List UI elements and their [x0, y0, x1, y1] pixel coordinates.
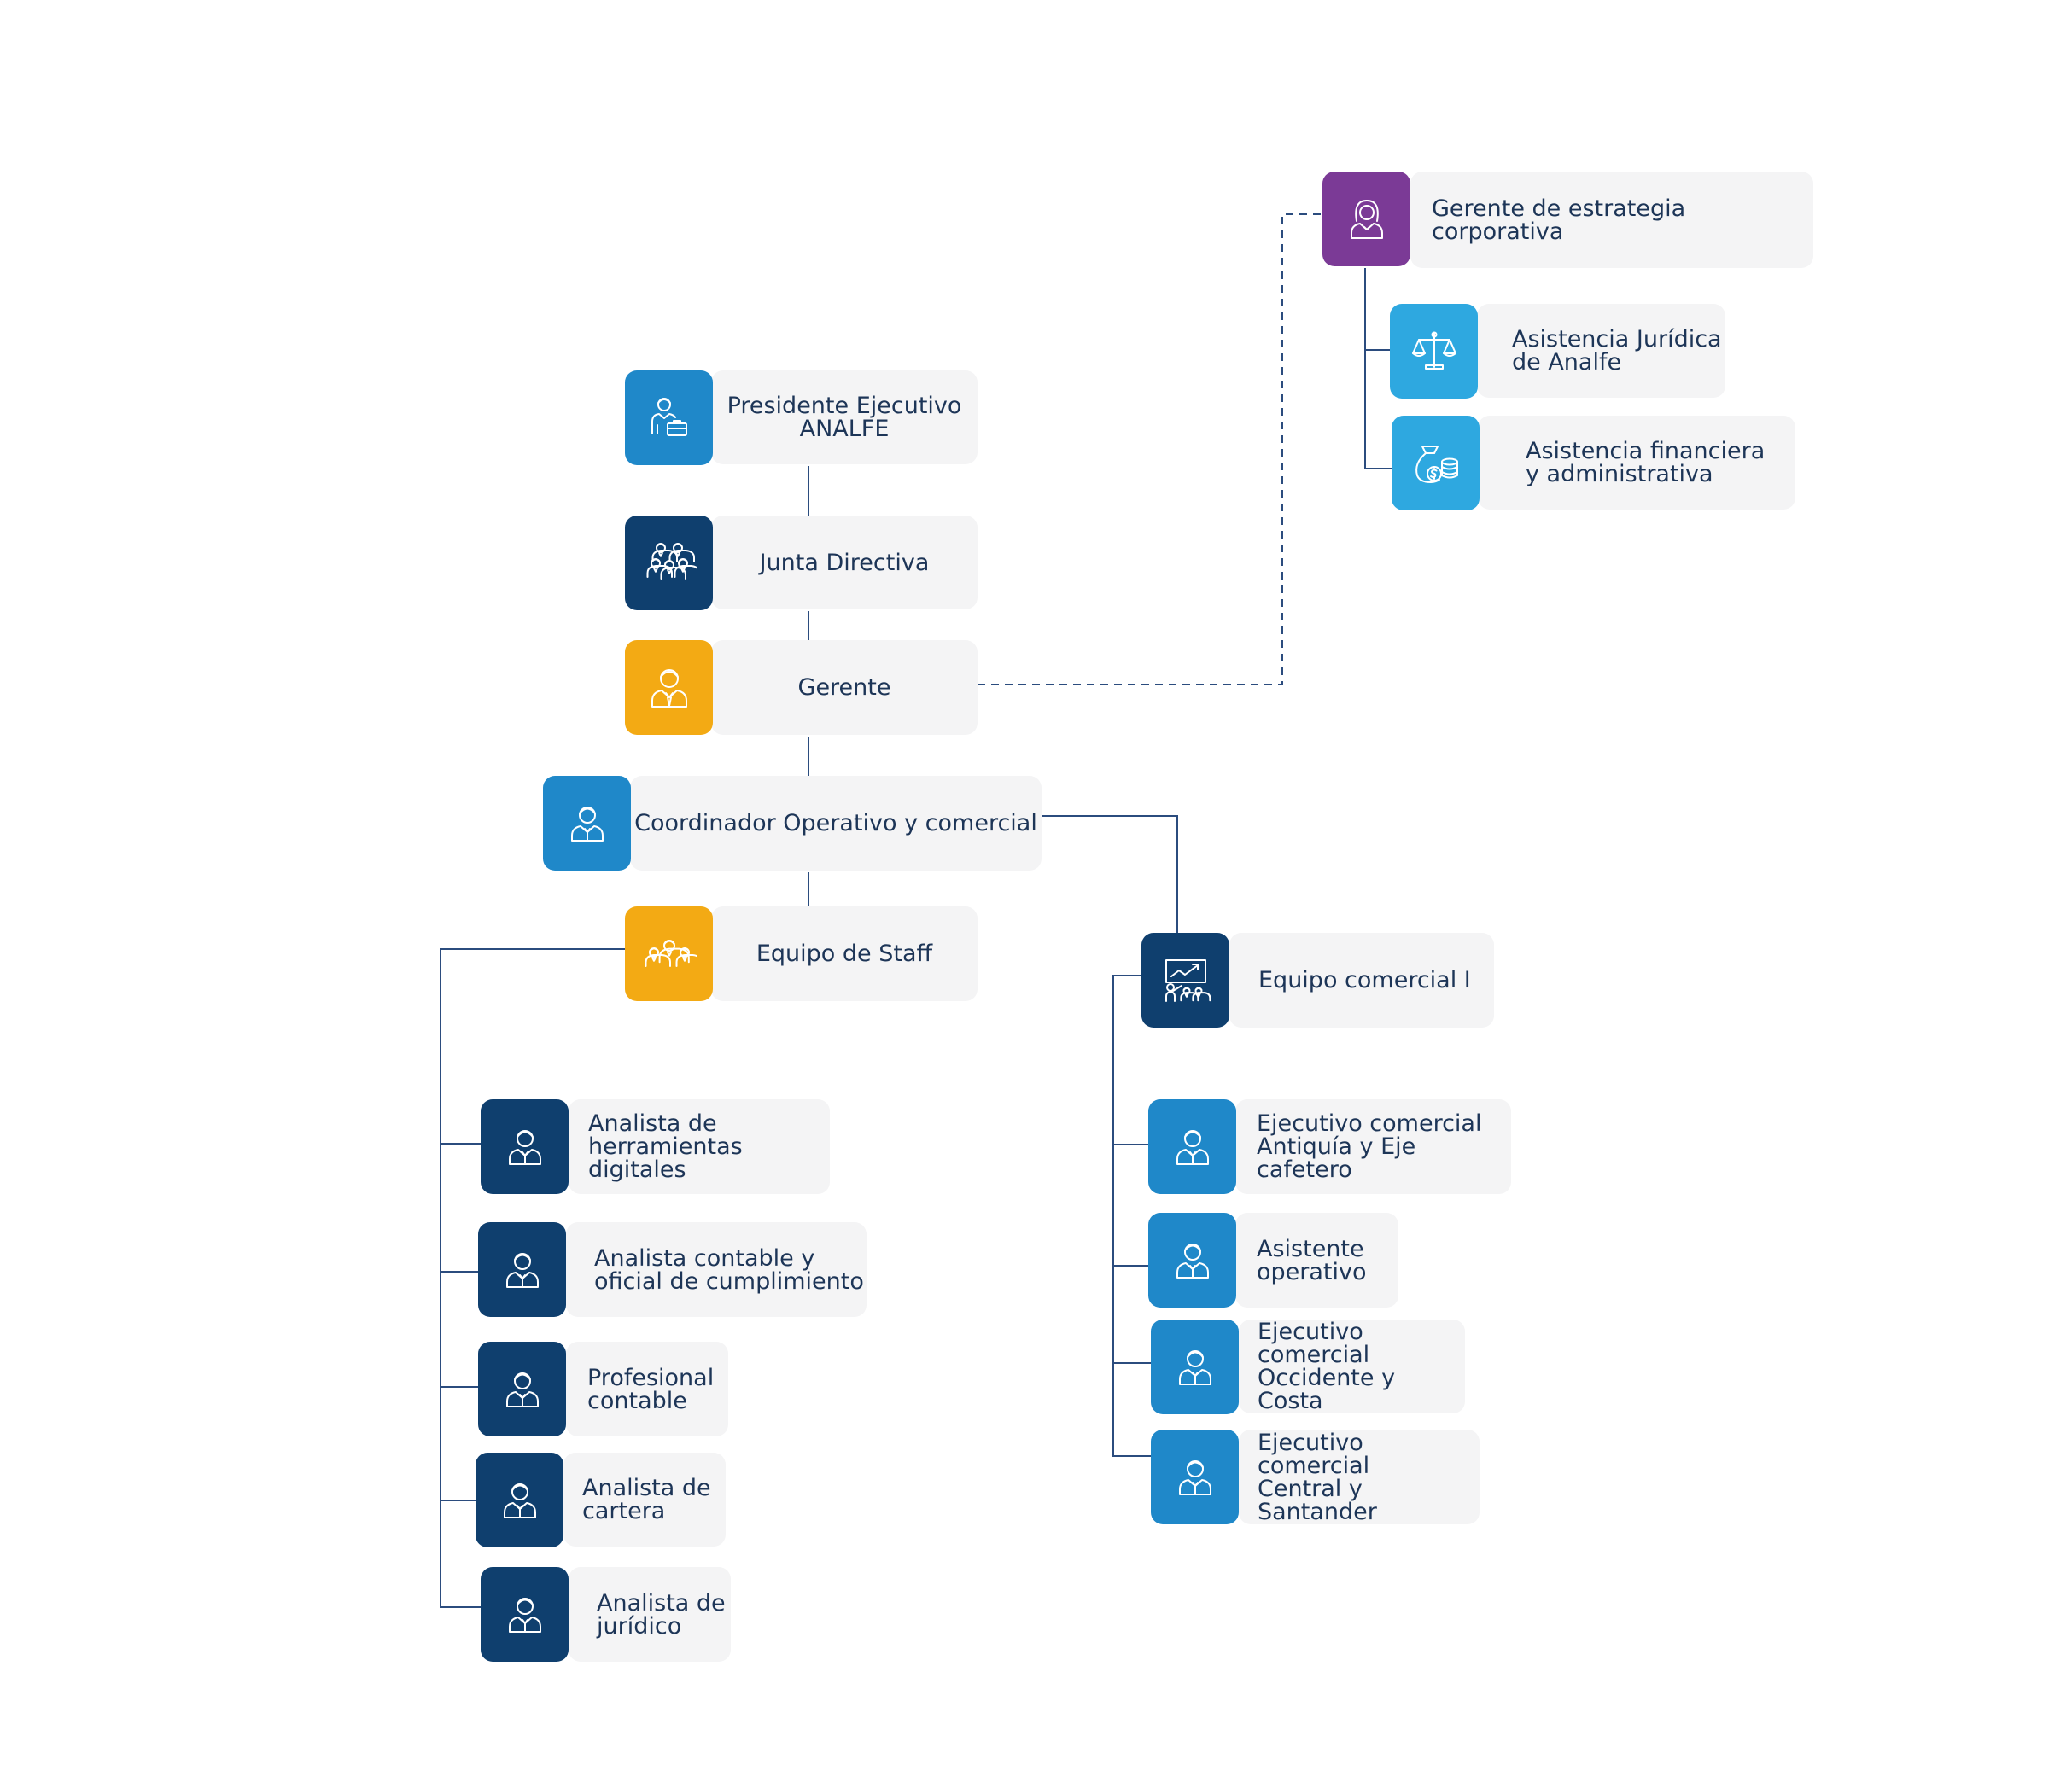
person-icon — [560, 796, 615, 851]
link-comercial-to-ejecutivo-occidente — [1112, 1266, 1151, 1364]
person-icon — [1165, 1233, 1220, 1288]
node-card: Asistencia financiera y administrativa — [1478, 416, 1795, 510]
node-badge — [1390, 304, 1478, 399]
node-badge — [1148, 1099, 1236, 1194]
link-staff-to-analista-digital — [440, 948, 625, 1145]
node-label: Ejecutivo comercial Occidente y Costa — [1258, 1319, 1396, 1414]
link-coordinador-to-comercial — [1042, 815, 1178, 933]
person-icon — [1168, 1340, 1223, 1395]
node-label: Gerente de estrategia corporativa — [1432, 195, 1686, 245]
node-label: Asistente operativo — [1257, 1235, 1367, 1285]
node-label: Coordinador Operativo y comercial — [634, 810, 1037, 836]
node-card: Equipo de Staff — [711, 906, 978, 1001]
node-label: Profesional contable — [587, 1364, 715, 1414]
person-icon — [493, 1473, 547, 1528]
node-badge — [1141, 933, 1229, 1028]
node-label: Analista de herramientas digitales — [588, 1110, 743, 1183]
node-badge — [1151, 1430, 1239, 1524]
node-badge — [481, 1567, 569, 1662]
link-staff-to-analista-cartera — [440, 1387, 476, 1501]
presentation-icon — [1159, 953, 1213, 1008]
link-estrategia-to-juridica — [1364, 268, 1390, 351]
node-badge — [1151, 1320, 1239, 1414]
scales-icon — [1407, 324, 1462, 379]
node-badge — [481, 1099, 569, 1194]
node-label: Junta Directiva — [759, 549, 930, 576]
node-label: Analista de cartera — [582, 1475, 711, 1524]
link-comercial-to-ejecutivo-antioquia — [1112, 975, 1148, 1145]
person-icon — [495, 1243, 550, 1297]
node-card: Ejecutivo comercial Central y Santander — [1239, 1430, 1480, 1524]
node-card: Analista de jurídico — [569, 1567, 731, 1662]
node-badge — [1392, 416, 1480, 510]
node-badge — [625, 516, 713, 610]
link-estrategia-to-financiera — [1364, 350, 1392, 469]
link-comercial-to-asistente-operativo — [1112, 1145, 1148, 1267]
node-card: Presidente Ejecutivo ANALFE — [711, 370, 978, 464]
person-icon — [498, 1587, 552, 1642]
node-badge — [543, 776, 631, 871]
board-group-icon — [642, 536, 697, 591]
node-badge — [476, 1453, 563, 1547]
node-badge — [625, 640, 713, 735]
node-card: Asistencia Jurídica de Analfe — [1477, 304, 1725, 398]
node-card: Coordinador Operativo y comercial — [630, 776, 1042, 871]
node-card: Equipo comercial I — [1229, 933, 1494, 1028]
node-badge — [625, 370, 713, 465]
node-label: Asistencia Jurídica de Analfe — [1512, 326, 1722, 376]
manager-icon — [642, 661, 697, 715]
node-card: Asistente operativo — [1235, 1213, 1398, 1308]
woman-icon — [1340, 192, 1394, 247]
node-badge — [1322, 172, 1410, 266]
node-label: Ejecutivo comercial Central y Santander — [1258, 1429, 1377, 1525]
link-comercial-to-ejecutivo-central — [1112, 1363, 1151, 1457]
node-card: Gerente — [711, 640, 978, 735]
link-staff-to-analista-juridico — [440, 1500, 481, 1608]
node-label: Ejecutivo comercial Antiquía y Eje cafet… — [1257, 1110, 1482, 1183]
node-label: Asistencia financiera y administrativa — [1526, 438, 1766, 487]
person-icon — [495, 1362, 550, 1417]
team-icon — [642, 927, 697, 982]
node-label: Gerente — [797, 674, 891, 701]
link-staff-to-analista-contable — [440, 1144, 478, 1273]
node-label: Presidente Ejecutivo ANALFE — [727, 393, 962, 442]
person-icon — [1165, 1120, 1220, 1174]
node-badge — [478, 1342, 566, 1436]
link-staff-to-profesional-contable — [440, 1272, 478, 1388]
node-card: Ejecutivo comercial Antiquía y Eje cafet… — [1235, 1099, 1511, 1194]
node-label: Analista de jurídico — [597, 1589, 726, 1640]
node-card: Analista de herramientas digitales — [569, 1099, 830, 1194]
node-badge — [478, 1222, 566, 1317]
person-icon — [498, 1120, 552, 1174]
person-icon — [1168, 1450, 1223, 1505]
link-gerente-to-estrategia — [978, 213, 1322, 685]
node-card: Profesional contable — [566, 1342, 728, 1436]
node-card: Gerente de estrategia corporativa — [1410, 172, 1813, 268]
node-label: Analista contable y oficial de cumplimie… — [594, 1244, 864, 1295]
node-badge — [625, 906, 713, 1001]
node-badge — [1148, 1213, 1236, 1308]
executive-icon — [642, 391, 697, 446]
node-label: Equipo comercial I — [1258, 967, 1471, 993]
node-label: Equipo de Staff — [756, 941, 933, 967]
money-bag-icon — [1409, 436, 1463, 491]
node-card: Junta Directiva — [711, 516, 978, 609]
node-card: Analista contable y oficial de cumplimie… — [566, 1222, 867, 1317]
node-card: Analista de cartera — [563, 1453, 726, 1547]
node-card: Ejecutivo comercial Occidente y Costa — [1239, 1320, 1465, 1413]
